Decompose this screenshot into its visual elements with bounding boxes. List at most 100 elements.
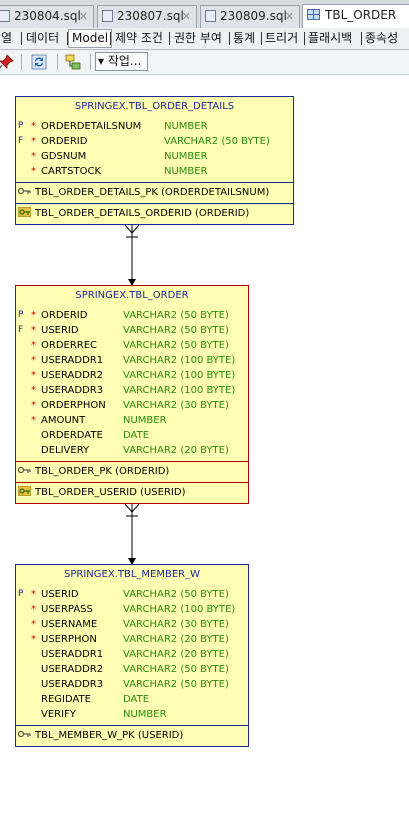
toolbar-divider — [57, 54, 58, 70]
required-marker: * — [31, 370, 36, 381]
column-type: NUMBER — [123, 415, 167, 426]
table-tbl-order-details[interactable]: SPRINGEX.TBL_ORDER_DETAILS P * ORDERDETA… — [15, 96, 294, 225]
column-type: DATE — [123, 430, 150, 441]
column-name: ORDERDATE — [41, 430, 103, 441]
primary-key-constraint: TBL_MEMBER_W_PK (USERID) — [18, 728, 246, 744]
tab-230804-sql[interactable]: 230804.sql ✕ — [0, 5, 94, 28]
tab-230807-sql[interactable]: 230807.sql ✕ — [97, 5, 197, 28]
column-row: * USERADDR2 VARCHAR2 (100 BYTE) — [16, 368, 248, 383]
foreign-key-icon — [18, 486, 31, 496]
table-tbl-order[interactable]: SPRINGEX.TBL_ORDER P * ORDERID VARCHAR2 … — [15, 285, 249, 504]
tab-230809-sql[interactable]: 230809.sql ✕ — [200, 5, 300, 28]
divider — [361, 32, 362, 45]
column-type: VARCHAR2 (50 BYTE) — [123, 325, 229, 336]
subtab-data[interactable]: 데이터 — [26, 31, 60, 45]
column-type: VARCHAR2 (30 BYTE) — [123, 400, 229, 411]
column-row: * USERPASS VARCHAR2 (100 BYTE) — [16, 602, 248, 617]
column-type: VARCHAR2 (50 BYTE) — [123, 589, 229, 600]
section-divider — [16, 482, 248, 483]
subtab-grants[interactable]: 권한 부여 — [174, 31, 222, 45]
required-marker: * — [31, 136, 36, 147]
constraint-label: TBL_MEMBER_W_PK (USERID) — [35, 730, 184, 741]
model-toolbar: ▾ 작업... — [0, 50, 409, 75]
column-name: USERID — [41, 589, 79, 600]
column-type: VARCHAR2 (50 BYTE) — [123, 664, 229, 675]
column-type: VARCHAR2 (50 BYTE) — [123, 340, 229, 351]
column-row: * AMOUNT NUMBER — [16, 413, 248, 428]
column-name: AMOUNT — [41, 415, 86, 426]
column-row: * USERADDR1 VARCHAR2 (100 BYTE) — [16, 353, 248, 368]
subtab-dependencies[interactable]: 종속성 — [365, 31, 399, 45]
subtab-columns[interactable]: 열 — [1, 31, 13, 45]
tab-label: 230807.sql — [117, 9, 184, 23]
column-type: VARCHAR2 (20 BYTE) — [123, 649, 229, 660]
column-type: DATE — [123, 694, 150, 705]
column-row: USERADDR1 VARCHAR2 (20 BYTE) — [16, 647, 248, 662]
foreign-key-marker: F — [18, 136, 24, 146]
foreign-key-constraint: TBL_ORDER_USERID (USERID) — [18, 485, 246, 501]
subtab-flashback[interactable]: 플래시백 — [308, 31, 353, 45]
column-name: USERADDR2 — [41, 370, 104, 381]
column-row: DELIVERY VARCHAR2 (20 BYTE) — [16, 443, 248, 458]
column-row: * CARTSTOCK NUMBER — [16, 164, 293, 179]
constraint-label: TBL_ORDER_DETAILS_PK (ORDERDETAILSNUM) — [35, 187, 270, 198]
required-marker: * — [31, 415, 36, 426]
divider — [261, 32, 262, 45]
subtab-constraints[interactable]: 제약 조건 — [115, 31, 163, 45]
tab-tbl-order[interactable]: TBL_ORDER — [302, 4, 409, 29]
section-divider — [16, 203, 293, 204]
column-row: USERADDR3 VARCHAR2 (50 BYTE) — [16, 677, 248, 692]
column-row: ORDERDATE DATE — [16, 428, 248, 443]
primary-key-constraint: TBL_ORDER_PK (ORDERID) — [18, 464, 246, 480]
column-name: ORDERPHON — [41, 400, 106, 411]
required-marker: * — [31, 619, 36, 630]
column-name: USERADDR1 — [41, 355, 104, 366]
required-marker: * — [31, 634, 36, 645]
table-icon — [307, 9, 320, 20]
close-icon[interactable]: ✕ — [78, 10, 88, 23]
foreign-key-constraint: TBL_ORDER_DETAILS_ORDERID (ORDERID) — [18, 206, 291, 222]
close-icon[interactable]: ✕ — [181, 10, 191, 23]
primary-key-marker: P — [18, 310, 24, 320]
column-name: USERADDR2 — [41, 664, 104, 675]
column-name: GDSNUM — [41, 151, 87, 162]
column-type: NUMBER — [164, 151, 208, 162]
column-name: USERNAME — [41, 619, 98, 630]
pin-icon[interactable] — [0, 54, 14, 70]
column-name: USERADDR1 — [41, 649, 104, 660]
column-type: NUMBER — [123, 709, 167, 720]
column-name: USERID — [41, 325, 79, 336]
column-row: P * ORDERID VARCHAR2 (50 BYTE) — [16, 308, 248, 323]
section-divider — [16, 725, 248, 726]
actions-button[interactable]: ▾ 작업... — [95, 52, 148, 71]
close-icon[interactable]: ✕ — [284, 10, 294, 23]
refresh-icon[interactable] — [31, 54, 47, 70]
section-divider — [16, 461, 248, 462]
relationship-connector — [124, 225, 140, 286]
table-title: SPRINGEX.TBL_ORDER_DETAILS — [74, 101, 235, 112]
subtab-triggers[interactable]: 트리거 — [265, 31, 299, 45]
column-row: P * ORDERDETAILSNUM NUMBER — [16, 119, 293, 134]
column-row: * ORDERREC VARCHAR2 (50 BYTE) — [16, 338, 248, 353]
key-icon — [18, 187, 31, 195]
column-name: USERADDR3 — [41, 385, 104, 396]
sql-file-icon — [205, 10, 216, 22]
table-title: SPRINGEX.TBL_ORDER — [75, 290, 189, 301]
column-type: VARCHAR2 (50 BYTE) — [123, 310, 229, 321]
column-type: VARCHAR2 (50 BYTE) — [123, 679, 229, 690]
relationship-connector — [124, 504, 140, 565]
required-marker: * — [31, 121, 36, 132]
subtab-model[interactable]: Model — [68, 29, 113, 48]
model-icon[interactable] — [65, 54, 81, 70]
table-tbl-member-w[interactable]: SPRINGEX.TBL_MEMBER_W P * USERID VARCHAR… — [15, 564, 249, 747]
model-diagram-canvas: SPRINGEX.TBL_ORDER_DETAILS P * ORDERDETA… — [0, 75, 409, 814]
column-name: CARTSTOCK — [41, 166, 102, 177]
column-name: USERADDR3 — [41, 679, 104, 690]
column-row: VERIFY NUMBER — [16, 707, 248, 722]
column-row: P * USERID VARCHAR2 (50 BYTE) — [16, 587, 248, 602]
column-name: DELIVERY — [41, 445, 90, 456]
divider — [229, 32, 230, 45]
tab-label: 230809.sql — [220, 9, 287, 23]
subtab-statistics[interactable]: 통계 — [233, 31, 256, 45]
column-name: USERPHON — [41, 634, 97, 645]
